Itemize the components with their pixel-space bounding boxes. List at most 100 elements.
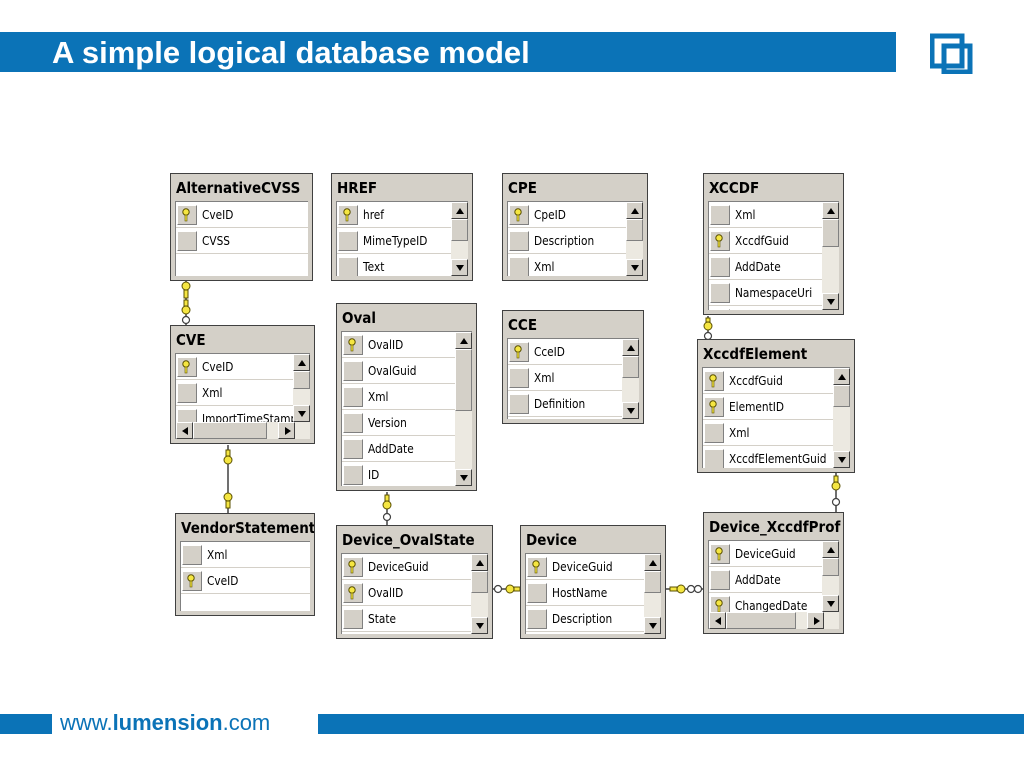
vertical-scrollbar[interactable] [822, 541, 839, 612]
field-row[interactable]: MimeTypeID [337, 229, 451, 254]
field-row[interactable]: Xml [181, 543, 310, 568]
field-row[interactable]: Xml [703, 421, 834, 446]
field-row[interactable]: ElementID [703, 395, 834, 420]
field-row[interactable]: Xml [508, 366, 623, 391]
scroll-thumb[interactable] [644, 571, 661, 593]
table-alternative-cvss[interactable]: AlternativeCVSS CveID CVSS [170, 173, 313, 281]
scroll-up-button[interactable] [644, 554, 661, 571]
scroll-down-button[interactable] [293, 405, 310, 422]
field-row[interactable]: NamespaceUri [709, 281, 823, 306]
table-device[interactable]: Device DeviceGuid HostName Description [520, 525, 666, 639]
table-cce[interactable]: CCE CceID Xml Definition [502, 310, 644, 424]
table-cpe[interactable]: CPE CpeID Description Xml [502, 173, 648, 281]
scroll-up-button[interactable] [471, 554, 488, 571]
scroll-thumb[interactable] [833, 385, 850, 407]
scroll-left-button[interactable] [709, 612, 726, 629]
field-row[interactable]: Xml [709, 203, 823, 228]
scroll-down-button[interactable] [455, 469, 472, 486]
scroll-thumb[interactable] [455, 349, 472, 411]
field-row[interactable]: DeviceGuid [709, 542, 823, 567]
scroll-down-button[interactable] [822, 293, 839, 310]
table-xccdf-element[interactable]: XccdfElement XccdfGuid ElementID Xml Xcc… [697, 339, 855, 473]
scroll-thumb[interactable] [193, 422, 267, 439]
field-row[interactable]: Xml [508, 255, 628, 276]
field-row[interactable]: CveID [176, 355, 294, 380]
scroll-thumb[interactable] [293, 371, 310, 389]
field-row[interactable]: OvalID [342, 581, 472, 606]
table-device-xccdf-profile[interactable]: Device_XccdfProf DeviceGuid AddDate Chan… [703, 512, 844, 634]
scroll-up-button[interactable] [822, 541, 839, 558]
horizontal-scrollbar[interactable] [176, 422, 310, 439]
scroll-left-button[interactable] [176, 422, 193, 439]
field-row[interactable]: AddDate [342, 437, 456, 462]
table-device-ovalstate[interactable]: Device_OvalState DeviceGuid OvalID State [336, 525, 493, 639]
scroll-up-button[interactable] [451, 202, 468, 219]
scroll-down-button[interactable] [833, 451, 850, 468]
scroll-right-button[interactable] [278, 422, 295, 439]
field-row[interactable]: ID [342, 463, 456, 486]
scroll-up-button[interactable] [622, 339, 639, 356]
field-row[interactable]: XccdfGuid [703, 369, 834, 394]
scroll-up-button[interactable] [293, 354, 310, 371]
table-href[interactable]: HREF href MimeTypeID Text [331, 173, 473, 281]
scroll-down-button[interactable] [471, 617, 488, 634]
scroll-thumb[interactable] [622, 356, 639, 378]
table-oval[interactable]: Oval OvalID OvalGuid Xml Version AddDate… [336, 303, 477, 491]
scroll-down-button[interactable] [451, 259, 468, 276]
field-row[interactable]: Xml [176, 381, 294, 406]
field-row[interactable]: CveID [181, 569, 310, 594]
field-row[interactable]: Description [508, 229, 628, 254]
field-row[interactable]: CceID [508, 340, 623, 365]
vertical-scrollbar[interactable] [455, 332, 472, 486]
scroll-thumb[interactable] [726, 612, 796, 629]
vertical-scrollbar[interactable] [644, 554, 661, 634]
field-row[interactable]: HostName [526, 581, 645, 606]
horizontal-scrollbar[interactable] [709, 612, 839, 629]
table-xccdf[interactable]: XCCDF Xml XccdfGuid AddDate NamespaceUri [703, 173, 844, 315]
vertical-scrollbar[interactable] [833, 368, 850, 468]
scroll-thumb[interactable] [822, 219, 839, 247]
field-row[interactable]: Definition [508, 392, 623, 417]
field-row[interactable]: Xml [342, 385, 456, 410]
vertical-scrollbar[interactable] [622, 339, 639, 419]
scroll-up-button[interactable] [822, 202, 839, 219]
field-row[interactable] [709, 307, 823, 310]
scroll-down-button[interactable] [822, 595, 839, 612]
field-row[interactable]: AddDate [709, 568, 823, 593]
scroll-right-button[interactable] [807, 612, 824, 629]
vertical-scrollbar[interactable] [471, 554, 488, 634]
vertical-scrollbar[interactable] [293, 354, 310, 422]
scroll-down-button[interactable] [644, 617, 661, 634]
scroll-thumb[interactable] [471, 571, 488, 593]
row-selector [710, 231, 730, 251]
scroll-up-button[interactable] [455, 332, 472, 349]
vertical-scrollbar[interactable] [626, 202, 643, 276]
field-row[interactable]: Version [342, 411, 456, 436]
field-row[interactable]: CVSS [176, 229, 308, 254]
scroll-thumb[interactable] [626, 219, 643, 241]
scroll-down-button[interactable] [622, 402, 639, 419]
footer-website-link[interactable]: www.lumension.com [60, 710, 270, 736]
vertical-scrollbar[interactable] [822, 202, 839, 310]
field-row[interactable]: XccdfGuid [709, 229, 823, 254]
field-row[interactable]: Text [337, 255, 451, 276]
field-row[interactable]: DeviceGuid [526, 555, 645, 580]
field-row[interactable]: XccdfElementGuid [703, 447, 834, 468]
field-row[interactable]: CveID [176, 203, 308, 228]
scroll-thumb[interactable] [451, 219, 468, 241]
scroll-up-button[interactable] [626, 202, 643, 219]
table-cve[interactable]: CVE CveID Xml ImportTimeStamp [170, 325, 315, 444]
field-row[interactable]: Description [526, 607, 645, 632]
field-row[interactable]: OvalID [342, 333, 456, 358]
scroll-down-button[interactable] [626, 259, 643, 276]
field-row[interactable]: OvalGuid [342, 359, 456, 384]
scroll-thumb[interactable] [822, 558, 839, 576]
field-row[interactable]: DeviceGuid [342, 555, 472, 580]
table-vendor-statements[interactable]: VendorStatements Xml CveID [175, 513, 315, 616]
field-row[interactable]: CpeID [508, 203, 628, 228]
field-row[interactable]: State [342, 607, 472, 632]
field-row[interactable]: href [337, 203, 451, 228]
vertical-scrollbar[interactable] [451, 202, 468, 276]
scroll-up-button[interactable] [833, 368, 850, 385]
field-row[interactable]: AddDate [709, 255, 823, 280]
